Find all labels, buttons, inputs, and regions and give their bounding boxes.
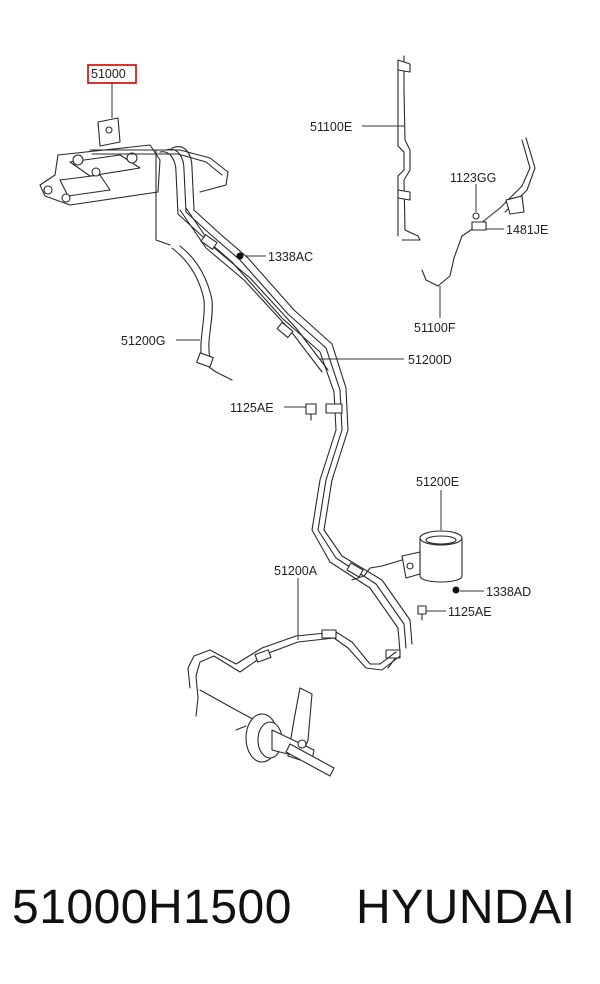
- flexible-hose: [171, 245, 233, 381]
- label-reservoir-e[interactable]: 51200E: [416, 475, 459, 489]
- label-bolt-1338ac[interactable]: 1338AC: [268, 250, 313, 264]
- assembly-highlight-box: [87, 64, 137, 84]
- label-line-a[interactable]: 51200A: [274, 564, 318, 578]
- brake-line-bundle: [159, 146, 413, 669]
- bracket-strip: [397, 55, 421, 241]
- label-assembly[interactable]: 51000: [91, 67, 126, 81]
- main-bracket-assembly: [39, 117, 229, 246]
- bolt-markers: [236, 252, 427, 621]
- vacuum-tube: [421, 137, 536, 287]
- label-bolt-1481je[interactable]: 1481JE: [506, 223, 548, 237]
- part-number: 51000H1500: [12, 881, 292, 934]
- label-bolt-1338ad[interactable]: 1338AD: [486, 585, 531, 599]
- reservoir: [351, 530, 463, 594]
- leader-lines: [111, 82, 504, 640]
- valve-assembly: [235, 687, 335, 777]
- label-bolt-1125ae-upper[interactable]: 1125AE: [230, 401, 274, 415]
- footer: 51000H1500 HYUNDAI: [0, 875, 600, 955]
- label-hose-g[interactable]: 51200G: [121, 334, 165, 348]
- label-line-d[interactable]: 51200D: [408, 353, 452, 367]
- label-line-f[interactable]: 51100F: [414, 321, 456, 335]
- brake-line-loop: [187, 629, 401, 725]
- brand-name: HYUNDAI: [356, 881, 576, 934]
- label-line-e[interactable]: 51100E: [310, 120, 352, 134]
- parts-diagram: 51000 51100E 1123GG 1481JE 51100F 1338AC…: [39, 55, 548, 777]
- label-clip-1123gg[interactable]: 1123GG: [450, 171, 496, 185]
- label-bolt-1125ae-lower[interactable]: 1125AE: [448, 605, 492, 619]
